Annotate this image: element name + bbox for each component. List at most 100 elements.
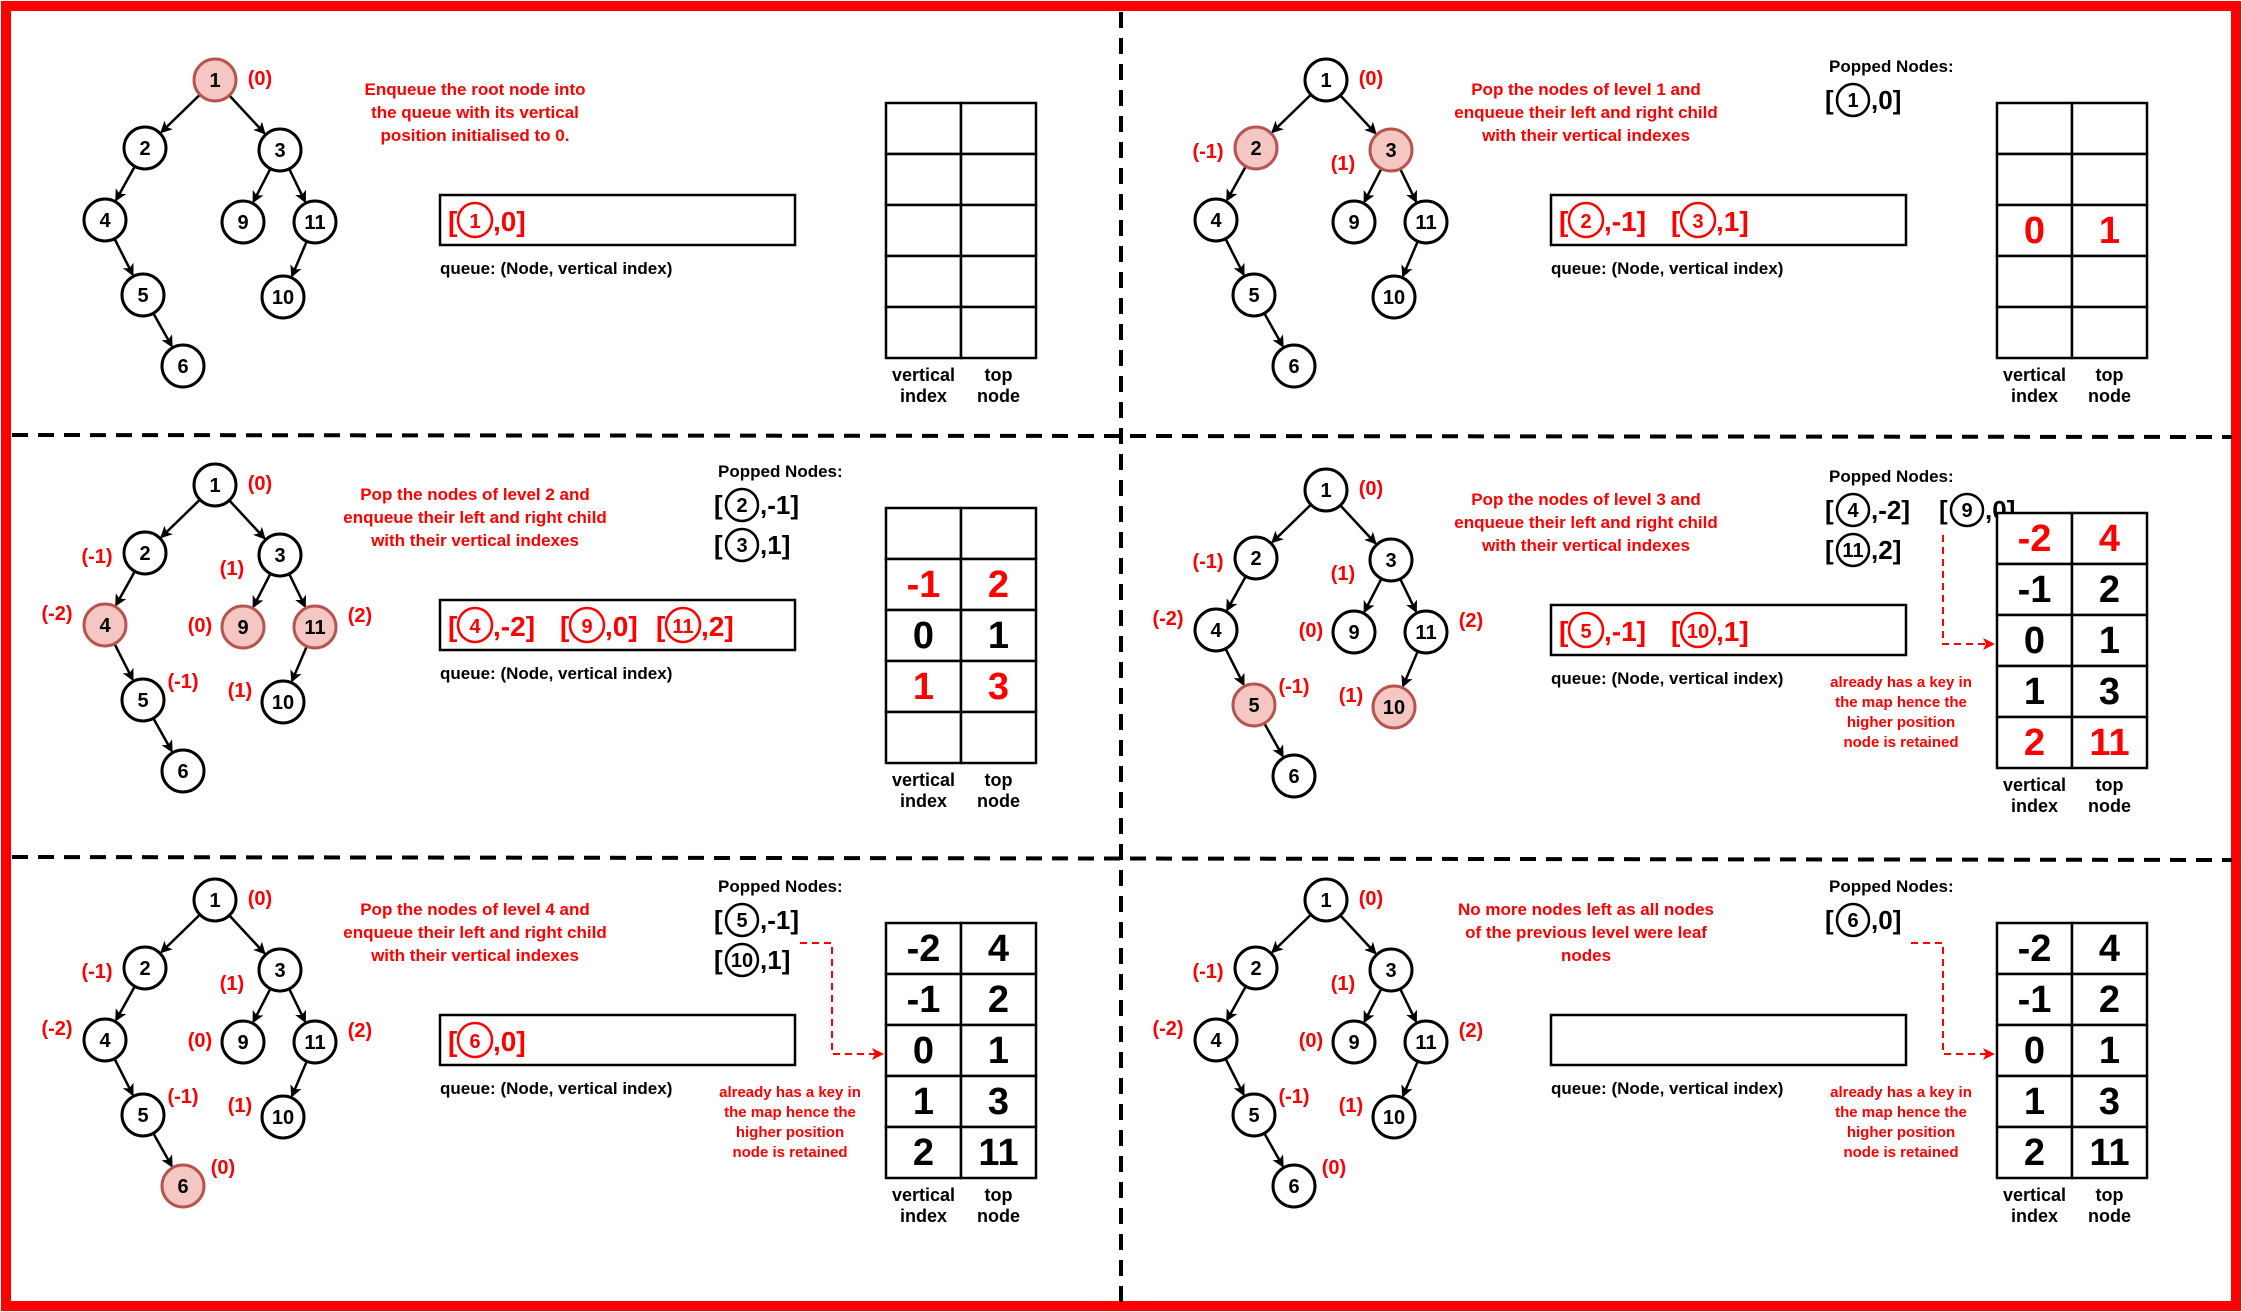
vertical-position-label-4: (-2): [1152, 608, 1183, 630]
table-vertical-index: 2: [2024, 722, 2045, 764]
queue-caption: queue: (Node, vertical index): [440, 1079, 672, 1098]
popped-node-value: 1: [1847, 90, 1858, 112]
popped-node-circle: [724, 527, 760, 563]
table-top-node: 4: [988, 928, 1009, 970]
edge-11-10: [1401, 240, 1419, 278]
queue-node-circle: [1679, 201, 1717, 239]
tree-node-label-1: 1: [1320, 890, 1331, 912]
tree-node-label-9: 9: [1348, 1032, 1359, 1054]
tree-node-label-10: 10: [272, 1107, 294, 1129]
popped-vertical-index: 0: [1878, 85, 1892, 115]
vertical-position-label-9: (0): [1299, 1030, 1323, 1052]
tree-node-2: [1233, 945, 1279, 991]
tree-node-4: [82, 1017, 128, 1063]
tree-node-label-9: 9: [237, 617, 248, 639]
table-cell: [884, 101, 963, 156]
edge-1-2: [160, 93, 201, 134]
popped-nodes: Popped Nodes:[1,0]: [1825, 57, 1954, 118]
popped-node-value: 4: [1847, 500, 1859, 522]
table-cell: [959, 1023, 1038, 1078]
description-line: with their vertical indexes: [1481, 126, 1690, 145]
popped-node-value: 9: [1961, 500, 1972, 522]
table-header-vertical-index: vertical: [2003, 775, 2066, 795]
tree-node-label-6: 6: [1288, 766, 1299, 788]
edge-3-11: [1399, 988, 1418, 1024]
tree-node-label-3: 3: [274, 545, 285, 567]
table-top-node: 1: [2099, 210, 2120, 252]
description-line: Pop the nodes of level 2 and: [360, 485, 590, 504]
table-top-node: 3: [988, 666, 1009, 708]
popped-vertical-index: -2: [1878, 495, 1901, 525]
popped-vertical-index: 0: [1878, 905, 1892, 935]
edge-11-10: [290, 645, 308, 683]
popped-nodes: Popped Nodes:[6,0]: [1825, 877, 1954, 938]
table-cell: [2070, 1074, 2149, 1129]
retained-note-line: already has a key in: [1830, 674, 1972, 691]
tree-node-2: [1233, 535, 1279, 581]
table-cell: [2070, 613, 2149, 668]
table-cell: [2070, 305, 2149, 360]
queue-box: [6,0]queue: (Node, vertical index): [438, 1013, 797, 1098]
queue-entry-index: ,2]: [701, 611, 734, 642]
queue-node-value: 2: [1580, 211, 1591, 233]
retained-note-line: node is retained: [1843, 1144, 1958, 1161]
queue-bracket: [: [656, 611, 665, 642]
vertical-position-label-10: (1): [1339, 1095, 1363, 1117]
queue-bracket: [: [448, 611, 457, 642]
table-cell: [884, 305, 963, 360]
table-cell: [1995, 921, 2074, 976]
tree-node-9: [220, 1019, 266, 1065]
edge-3-11: [1399, 168, 1418, 204]
tree-node-label-10: 10: [272, 287, 294, 309]
tree-node-label-1: 1: [209, 475, 220, 497]
popped-vertical-index: 2: [1878, 535, 1892, 565]
tree-node-label-6: 6: [1288, 356, 1299, 378]
edge-1-3: [228, 499, 266, 540]
popped-bracket: [: [1939, 495, 1948, 525]
vertical-position-label-4: (-2): [41, 1018, 72, 1040]
vertical-position-label-1: (0): [1359, 888, 1383, 910]
edge-4-5: [1224, 238, 1245, 277]
popped-nodes: Popped Nodes:[4,-2][9,0][11,2]: [1825, 467, 2015, 568]
tree-node-label-1: 1: [209, 70, 220, 92]
tree-node-label-9: 9: [1348, 622, 1359, 644]
vertical-position-label-2: (-1): [1192, 551, 1223, 573]
vertical-position-label-5: (-1): [1278, 1086, 1309, 1108]
popped-node-value: 2: [736, 495, 747, 517]
queue-vertical-index: -2: [501, 611, 526, 642]
vertical-position-label-9: (0): [188, 615, 212, 637]
table-cell: [2070, 664, 2149, 719]
queue-caption: queue: (Node, vertical index): [1551, 1079, 1783, 1098]
popped-nodes: Popped Nodes:[5,-1][10,1]: [714, 877, 843, 978]
queue-bracket: [: [560, 611, 569, 642]
tree-node-11: [1403, 1019, 1449, 1065]
queue-node-value: 10: [1687, 621, 1709, 643]
edge-1-3: [1339, 504, 1377, 545]
vertical-position-label-3: (1): [1331, 563, 1355, 585]
table-cell: [2070, 1125, 2149, 1180]
vertical-position-label-9: (0): [1299, 620, 1323, 642]
retained-note-line: higher position: [736, 1124, 844, 1141]
queue-entry-index: ,-1]: [1604, 206, 1646, 237]
table-header-top-node: node: [977, 386, 1020, 406]
queue-node-value: 4: [469, 616, 481, 638]
popped-node-value: 10: [731, 950, 753, 972]
edge-11-10: [1401, 650, 1419, 688]
table-cell: [959, 659, 1038, 714]
table-vertical-index: -1: [2018, 979, 2052, 1021]
table-header-vertical-index: index: [900, 791, 947, 811]
description-line: Enqueue the root node into: [365, 80, 586, 99]
vertical-position-label-1: (0): [248, 888, 272, 910]
tree-node-1: [1303, 57, 1349, 103]
queue-node-circle: [1567, 201, 1605, 239]
edge-1-2: [1271, 93, 1312, 134]
description-line: nodes: [1561, 946, 1611, 965]
